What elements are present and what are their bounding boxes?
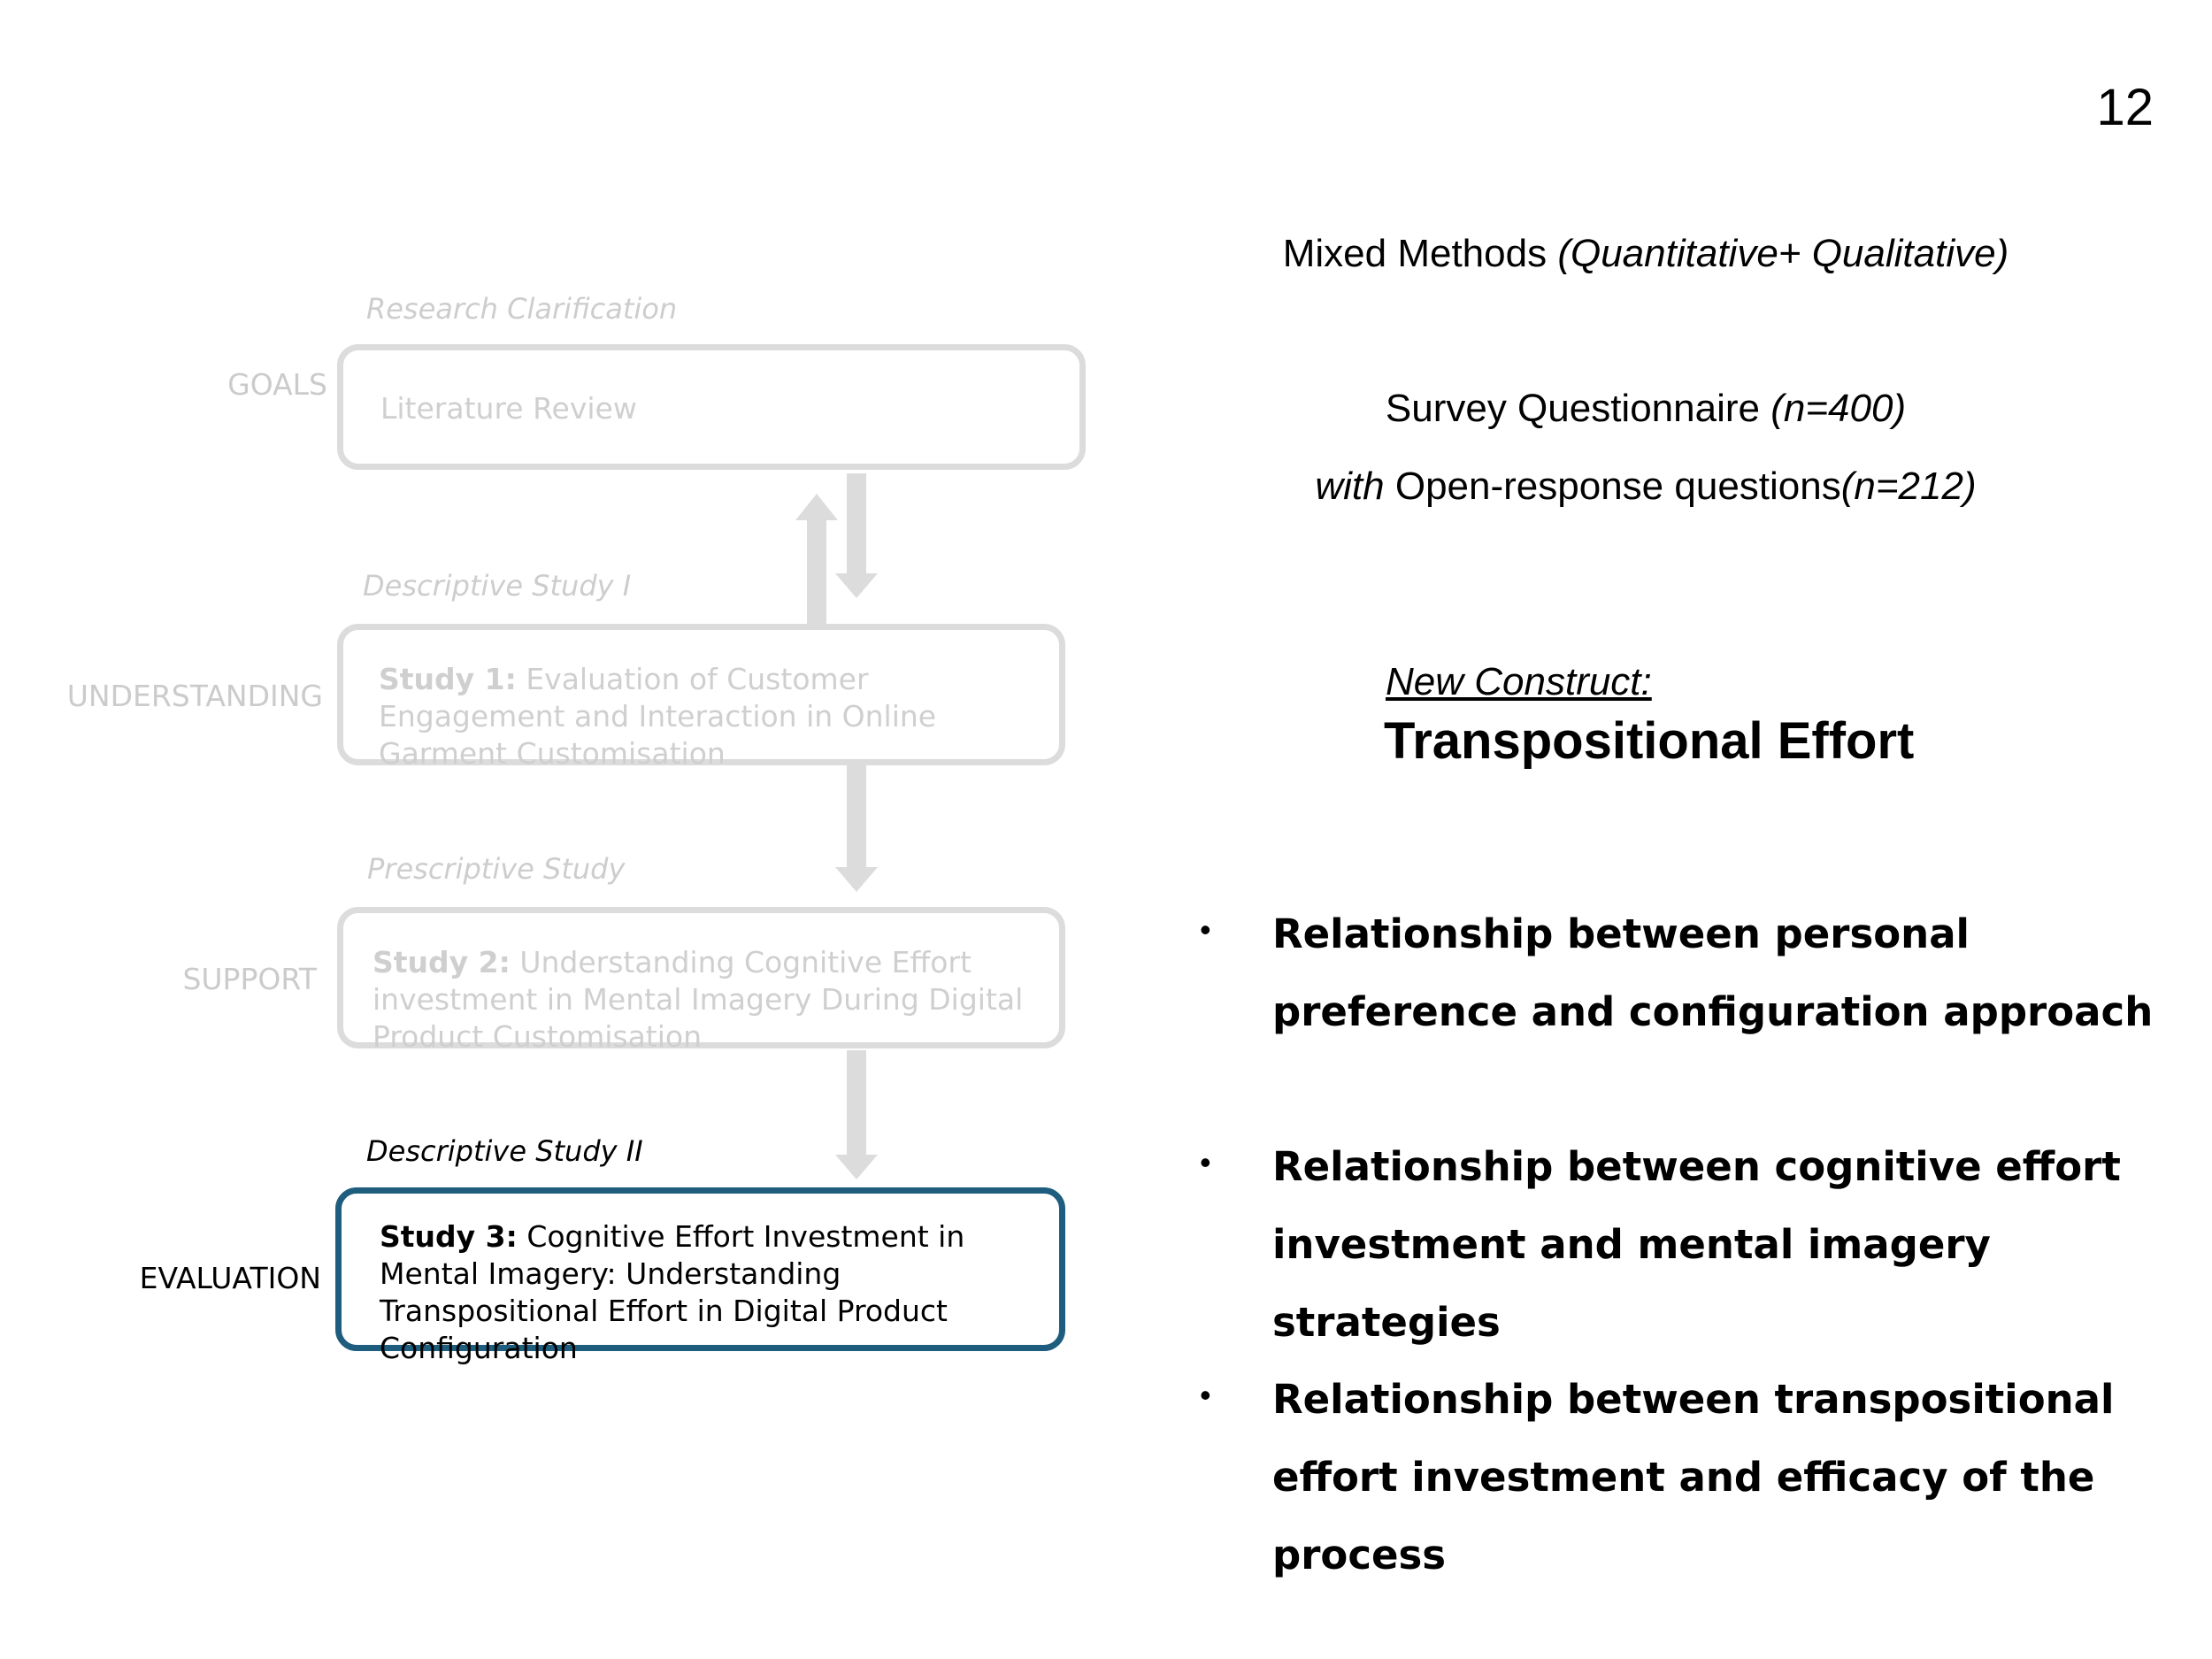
survey-line-1: Survey Questionnaire (n=400) (1159, 387, 2132, 431)
construct-label: New Construct: (1386, 660, 1652, 703)
survey-main: Survey Questionnaire (1385, 387, 1760, 430)
stage-heading-evaluation: Descriptive Study II (366, 1134, 643, 1168)
arrow-down-3 (835, 1050, 878, 1179)
stage-heading-support: Prescriptive Study (367, 852, 626, 886)
stage-label-evaluation: EVALUATION (139, 1261, 321, 1295)
bullet-item: Relationship between personal preference… (1272, 910, 2154, 1035)
study-title: Cognitive Effort Investment in Mental Im… (380, 1219, 965, 1365)
study-prefix: Study 1: (379, 662, 517, 696)
stage-box-text: Study 3: Cognitive Effort Investment in … (380, 1218, 1052, 1367)
arrow-down-2 (835, 765, 878, 892)
stage-box-evaluation: Study 3: Cognitive Effort Investment in … (335, 1187, 1065, 1365)
survey-open-n: (n=212) (1840, 465, 1977, 508)
bullet-item: Relationship between transpositional eff… (1272, 1376, 2115, 1578)
arrow-down-1 (835, 473, 878, 598)
study-prefix: Study 3: (380, 1219, 518, 1254)
stage-box-text: Study 1: Evaluation of Customer Engageme… (379, 661, 1051, 772)
stage-box-support: Study 2: Understanding Cognitive Effort … (337, 907, 1065, 1054)
stage-box-text: Study 2: Understanding Cognitive Effort … (373, 944, 1063, 1056)
page-number: 12 (2096, 79, 2154, 136)
study-title: Evaluation of Customer Engagement and In… (379, 662, 937, 771)
survey-open: Open-response questions (1394, 465, 1841, 508)
survey-n: (n=400) (1770, 387, 1907, 430)
survey-prefix: with (1315, 465, 1385, 508)
study-title: Understanding Cognitive Effort investmen… (373, 945, 1024, 1054)
bullet-dot: • (1200, 911, 1211, 948)
methods-line: Mixed Methods (Quantitative+ Qualitative… (1159, 232, 2132, 276)
stage-label-goals: GOALS (227, 367, 327, 402)
bullet-dot: • (1200, 1144, 1211, 1180)
study-prefix: Study 2: (373, 945, 511, 979)
bullet-item: Relationship between cognitive effort in… (1272, 1143, 2121, 1346)
bullet-dot: • (1200, 1377, 1211, 1413)
methods-main: Mixed Methods (1282, 232, 1548, 275)
stage-heading-understanding: Descriptive Study I (363, 569, 632, 603)
stage-label-support: SUPPORT (182, 962, 317, 996)
stage-heading-goals: Research Clarification (366, 292, 678, 326)
stage-box-understanding: Study 1: Evaluation of Customer Engageme… (337, 624, 1065, 771)
survey-line-2: with Open-response questions(n=212) (1159, 465, 2132, 509)
stage-box-text: Literature Review (380, 391, 637, 426)
construct-name: Transpositional Effort (1384, 712, 1915, 770)
arrow-up (795, 494, 838, 628)
stage-label-understanding: UNDERSTANDING (66, 679, 323, 713)
methods-qualifier: (Quantitative+ Qualitative) (1557, 232, 2009, 275)
stage-box-goals: Literature Review (337, 344, 1086, 470)
